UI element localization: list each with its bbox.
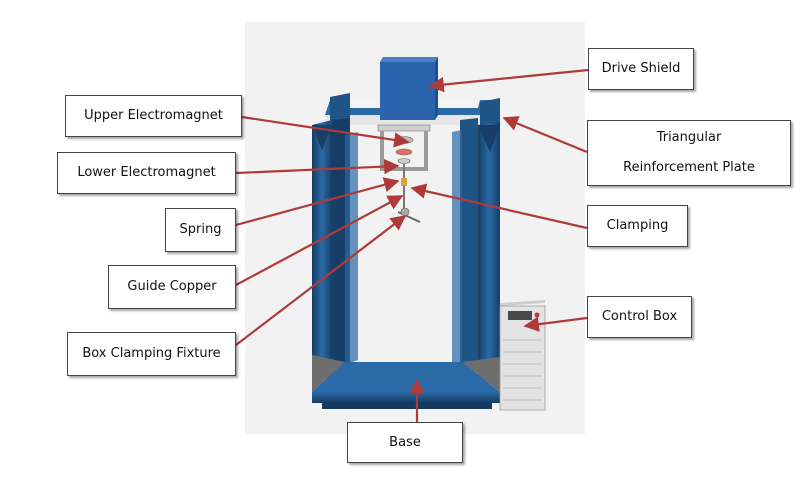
upper-reinforcement-plate-left (312, 125, 332, 150)
label-box-clamping-fixture: Box Clamping Fixture (67, 332, 236, 376)
arrow-clamping (410, 183, 588, 230)
frame-pillars (312, 93, 500, 382)
base-plate-right (462, 357, 500, 392)
label-drive-shield: Drive Shield (588, 48, 694, 90)
arrow-drive-shield (428, 68, 589, 93)
label-upper-electromagnet: Upper Electromagnet (65, 95, 242, 137)
control-box (499, 300, 546, 411)
base-plate-left (312, 355, 345, 392)
callout-arrows (235, 68, 589, 422)
arrow-lower-electromagnet (235, 158, 400, 175)
arrow-upper-electromagnet (241, 115, 410, 148)
arrow-triangular-plate (502, 116, 588, 154)
label-base: Base (347, 422, 463, 463)
arrow-guide-copper (235, 195, 404, 286)
arrow-box-clamping-fixture (235, 215, 407, 346)
drive-shield-box (380, 57, 438, 120)
label-guide-copper: Guide Copper (108, 265, 236, 309)
label-control-box: Control Box (587, 296, 692, 338)
label-lower-electromagnet: Lower Electromagnet (57, 152, 236, 194)
arrow-control-box (523, 316, 588, 332)
label-triangular-reinforcement-plate: Triangular Reinforcement Plate (587, 120, 791, 186)
upper-reinforcement-plate-right (478, 125, 500, 152)
base-platform (312, 355, 500, 409)
label-clamping: Clamping (587, 205, 688, 247)
arrow-spring (235, 177, 400, 227)
label-spring: Spring (165, 208, 236, 252)
